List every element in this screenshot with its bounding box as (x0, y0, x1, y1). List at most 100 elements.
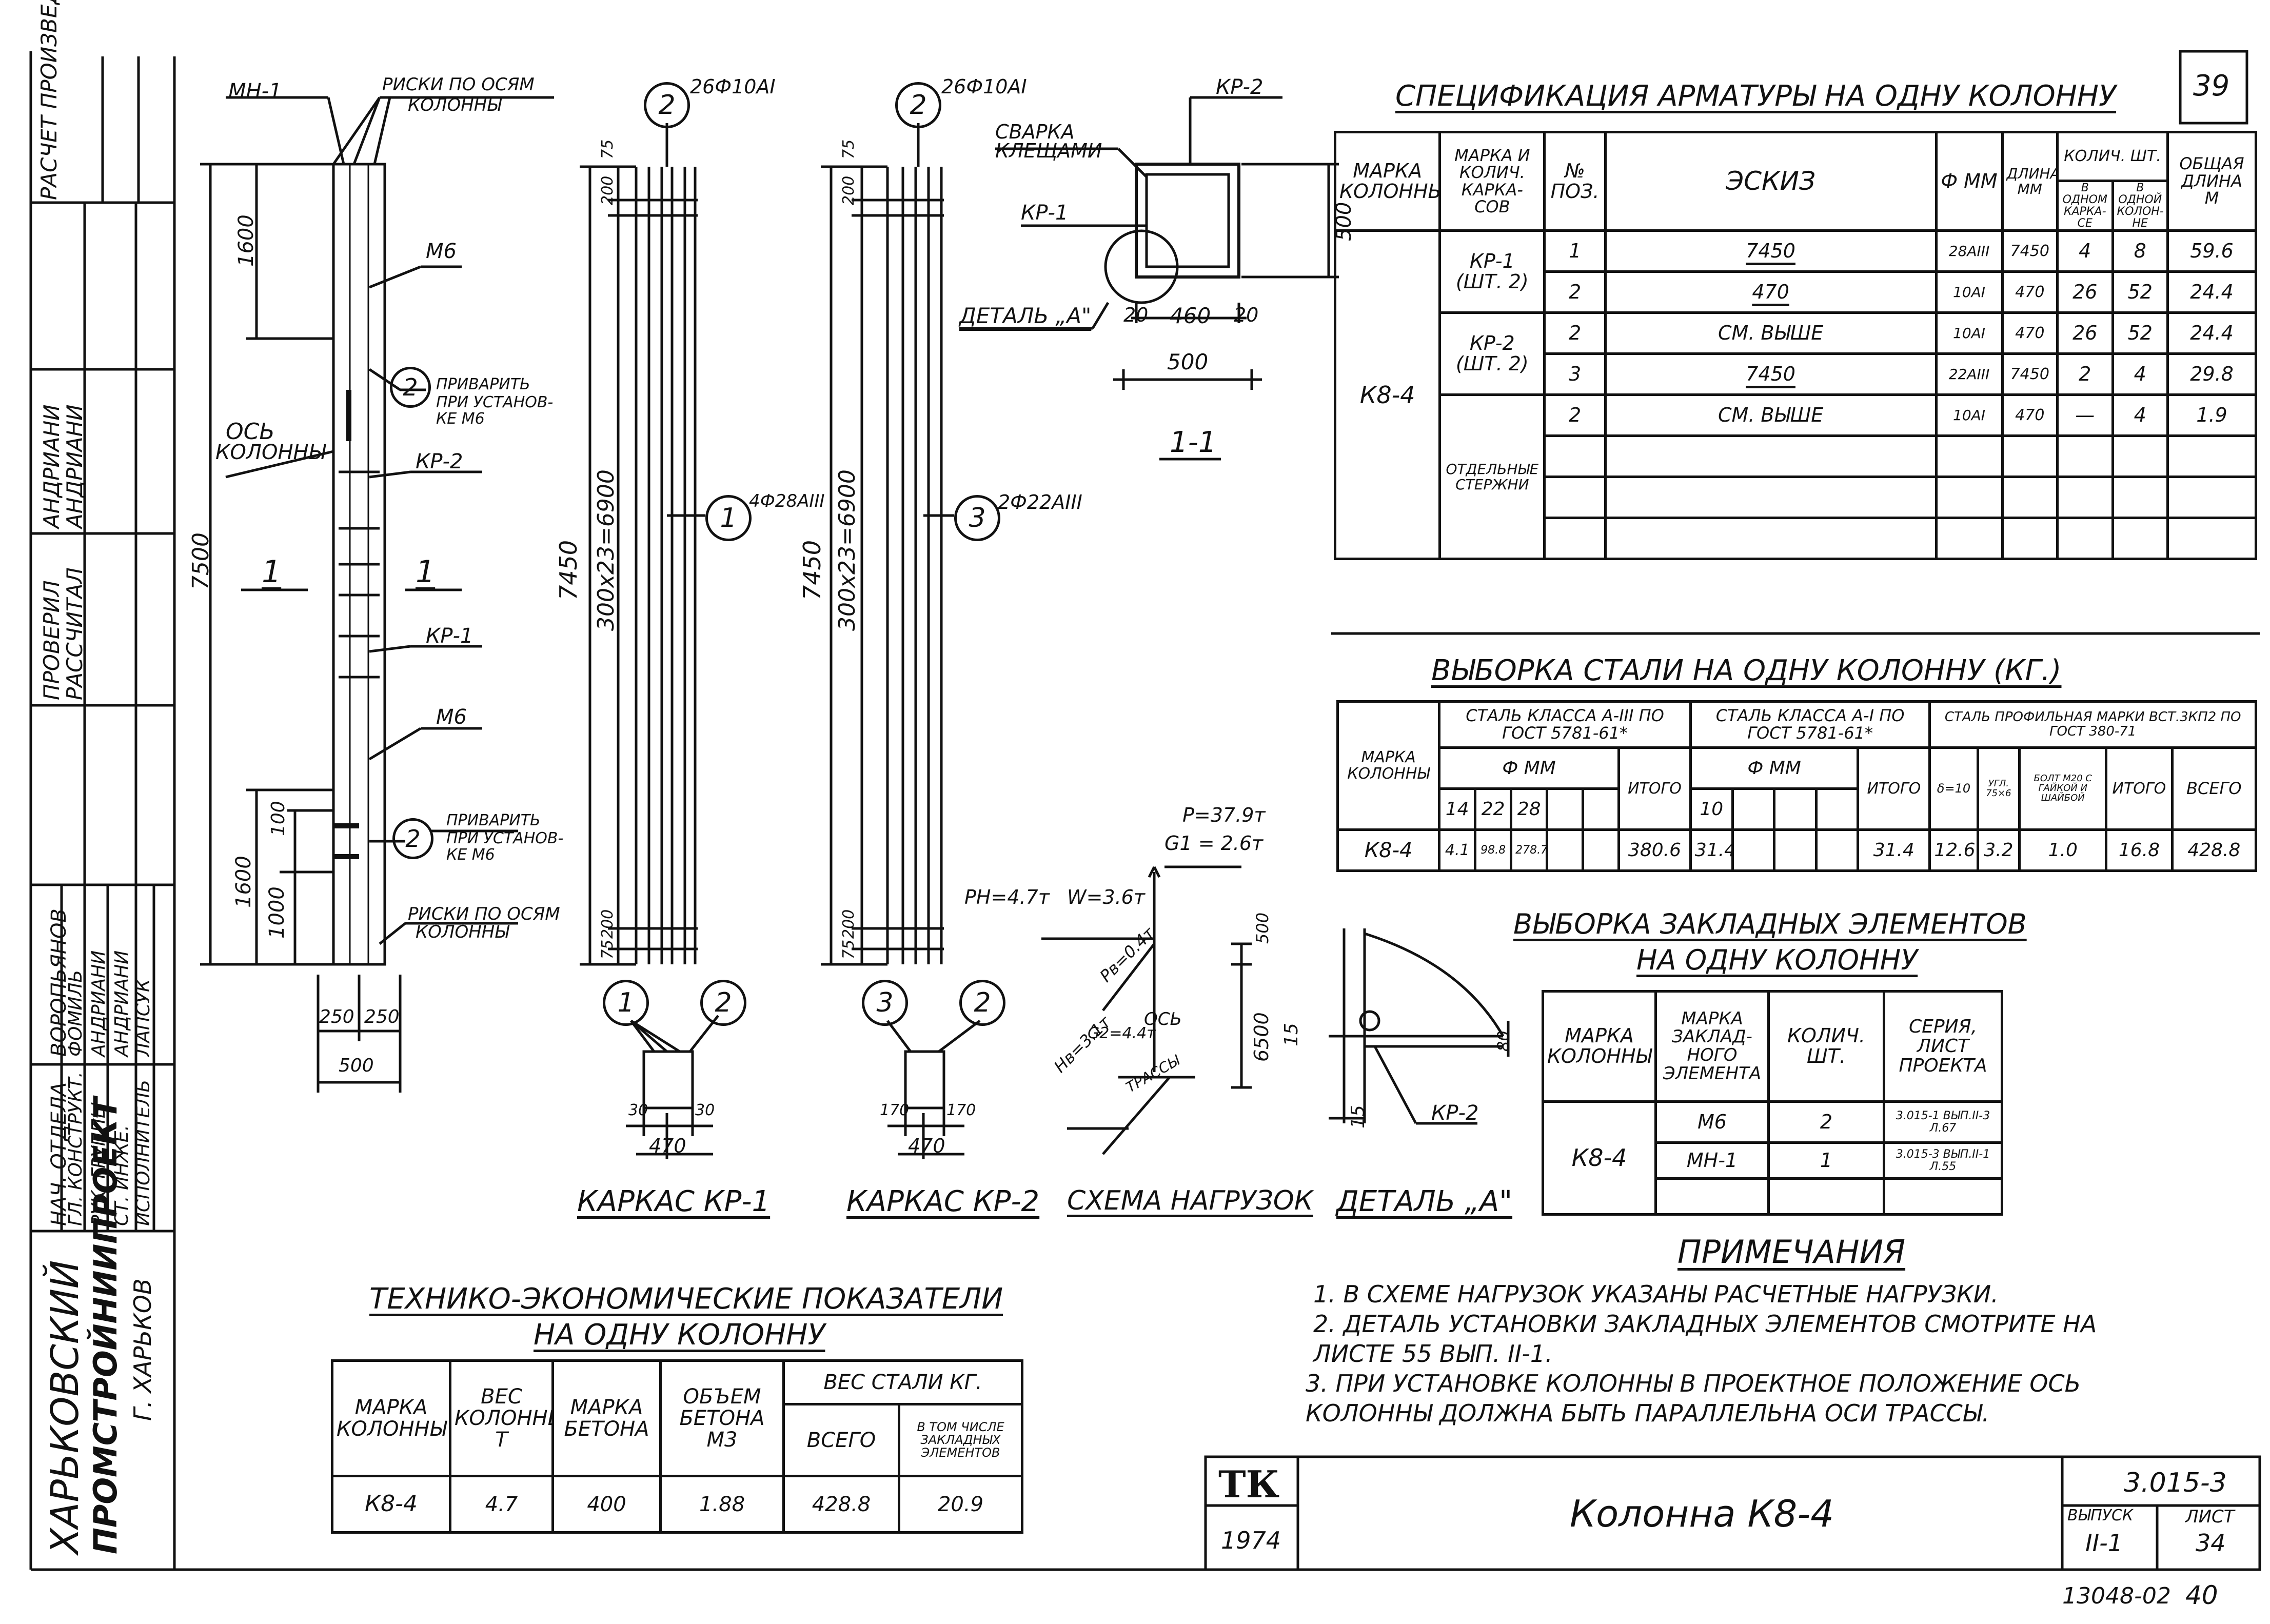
bar-mark-circle: 3 (862, 980, 908, 1026)
label-svarka: СВАРКА (995, 121, 1075, 143)
dim-470: 470 (908, 1135, 945, 1157)
sheet-number: 39 (2193, 69, 2230, 103)
dim-170: 170 (946, 1101, 976, 1119)
embedded-table: МАРКА КОЛОННЫ МАРКА ЗАКЛАД-НОГО ЭЛЕМЕНТА… (1542, 990, 2003, 1216)
spec-d: 22АIII (1935, 352, 2004, 397)
spec-head-qty-a: В ОДНОМ КАРКА-СЕ (2056, 179, 2114, 232)
steel-d: 22 (1474, 787, 1513, 831)
tep-head-weight: ВЕС КОЛОННЫ Т (449, 1359, 554, 1477)
spec-qb: 52 (2111, 270, 2169, 314)
spec-group: КР-2 (ШТ. 2) (1438, 311, 1546, 397)
stamp-name: АНДРИАНИ (88, 950, 109, 1057)
spec-d: 10АI (1935, 270, 2004, 314)
label-weld: ПРИВАРИТЬ (446, 811, 541, 829)
dim-30: 30 (695, 1101, 715, 1119)
caption-kr1: КАРКАС КР-1 (577, 1185, 771, 1218)
dim-470: 470 (649, 1135, 686, 1157)
dim-7450: 7450 (798, 540, 826, 600)
steel-itogo: ИТОГО (2105, 746, 2174, 831)
year: 1974 (1221, 1527, 1281, 1554)
dim-1600: 1600 (232, 856, 255, 908)
dim-75: 75 (840, 139, 858, 159)
spec-d: 10АI (1935, 311, 2004, 355)
spec-head-qty: КОЛИЧ. ШТ. (2056, 131, 2169, 182)
bar-mark-circle: 3 (954, 495, 1000, 541)
label-m6: М6 (426, 240, 457, 263)
bar-mark-circle: 2 (392, 818, 433, 859)
tep-weight: 4.7 (449, 1475, 554, 1534)
steel-d: 28 (1510, 787, 1549, 831)
dim-20: 20 (1123, 304, 1149, 326)
spec-head-mark: МАРКА КОЛОННЫ (1333, 130, 1442, 232)
spec-d: 10АI (1935, 393, 2004, 438)
stamp-name: ФОМИЛЬ (65, 969, 86, 1057)
spec-d: 28АIII (1935, 229, 2004, 273)
dim-500: 500 (1253, 912, 1272, 944)
dim-6500: 6500 (1250, 1012, 1273, 1062)
tep-title: ТЕХНИКО-ЭКОНОМИЧЕСКИЕ ПОКАЗАТЕЛИ (369, 1282, 1003, 1316)
label-weld: КЕ М6 (436, 410, 485, 428)
dim-460: 460 (1170, 303, 1211, 328)
tep-head-emb: В ТОМ ЧИСЛЕ ЗАКЛАДНЫХ ЭЛЕМЕНТОВ (897, 1403, 1024, 1477)
steel-itogo: ИТОГО (1857, 746, 1931, 831)
dim-15: 15 (1348, 1105, 1369, 1128)
section-mark: 1 (416, 554, 436, 590)
spec-total: 59.6 (2166, 229, 2258, 273)
steel-it1: 380.6 (1617, 828, 1692, 872)
spec-sketch: 7450 (1604, 229, 1938, 273)
spec-total: 24.4 (2166, 311, 2258, 355)
note-line: 2. ДЕТАЛЬ УСТАНОВКИ ЗАКЛАДНЫХ ЭЛЕМЕНТОВ … (1313, 1310, 2097, 1338)
bar-mark-circle: 1 (705, 495, 752, 541)
steel-head-dmm: Ф ММ (1689, 746, 1860, 790)
steel-table: МАРКА КОЛОННЫ СТАЛЬ КЛАССА А-III ПО ГОСТ… (1336, 700, 2258, 872)
spec-qb: 4 (2111, 352, 2169, 397)
caption-detail: ДЕТАЛЬ „А" (1336, 1185, 1513, 1218)
steel-head-p2: УГЛ. 75×6 (1976, 746, 2021, 831)
steel-all: 428.8 (2170, 828, 2258, 872)
emb-head-ser: СЕРИЯ, ЛИСТ ПРОЕКТА (1883, 990, 2003, 1103)
steel-v22: 98.8 (1474, 828, 1513, 872)
spec-qa: 2 (2056, 352, 2114, 397)
load-axis: ОСЬ (1144, 1009, 1182, 1029)
label-risk-top: РИСКИ ПО ОСЯМ (382, 74, 535, 95)
steel-p1: 12.6 (1928, 828, 1979, 872)
footer-sheet: 40 (2185, 1580, 2218, 1610)
label-mn1: МН-1 (228, 80, 282, 103)
bar-mark-circle: 2 (644, 82, 690, 128)
tep-head-concrete: МАРКА БЕТОНА (551, 1359, 662, 1477)
steel-title: ВЫБОРКА СТАЛИ НА ОДНУ КОЛОННУ (КГ.) (1431, 654, 2062, 687)
embedded-title: НА ОДНУ КОЛОННУ (1636, 944, 1918, 976)
stamp-role: ГЛ. КОНСТРУКТ. (65, 1072, 86, 1226)
dim-170: 170 (880, 1101, 910, 1119)
spec-head-d: Ф ММ (1935, 130, 2004, 232)
issue-label: ВЫПУСК (2067, 1507, 2134, 1524)
spec-len: 7450 (2001, 229, 2059, 273)
steel-head-prof: СТАЛЬ ПРОФИЛЬНАЯ МАРКИ ВСТ.3КП2 ПО ГОСТ … (1928, 700, 2257, 749)
archive-code: 13048-02 (2062, 1583, 2171, 1609)
tep-emb: 20.9 (897, 1475, 1024, 1534)
org-name: ХАРЬКОВСКИЙ (43, 1260, 87, 1554)
steel-head-a1: СТАЛЬ КЛАССА А-I ПО ГОСТ 5781-61* (1689, 700, 1931, 749)
emb-head-qty: КОЛИЧ. ШТ. (1767, 990, 1885, 1103)
dim-250: 250 (319, 1006, 354, 1027)
note-line: КОЛОННЫ ДОЛЖНА БЫТЬ ПАРАЛЛЕЛЬНА ОСИ ТРАС… (1306, 1399, 1990, 1427)
spec-head-total: ОБЩАЯ ДЛИНА М (2166, 130, 2258, 232)
dim-200: 200 (599, 909, 617, 939)
label-axis: ОСЬ (226, 419, 275, 445)
dim-200: 200 (840, 175, 858, 205)
sheet: 34 (2196, 1529, 2226, 1557)
spec-qb: 4 (2111, 393, 2169, 438)
dim-500: 500 (1167, 349, 1209, 374)
spec-len: 470 (2001, 270, 2059, 314)
notes-title: ПРИМЕЧАНИЯ (1677, 1233, 1906, 1271)
spec-len: 470 (2001, 393, 2059, 438)
steel-v28: 278.7 (1510, 828, 1549, 872)
bar-mark-circle: 2 (700, 980, 746, 1026)
label-kr2: КР-2 (1216, 75, 1264, 99)
stamp-name: ЛАПСУК (133, 979, 154, 1057)
spec-head-qty-b: В ОДНОЙ КОЛОН-НЕ (2111, 179, 2169, 232)
dim-6900: 300х23=6900 (834, 469, 860, 631)
issue: II-1 (2085, 1529, 2123, 1557)
steel-p2: 3.2 (1976, 828, 2021, 872)
